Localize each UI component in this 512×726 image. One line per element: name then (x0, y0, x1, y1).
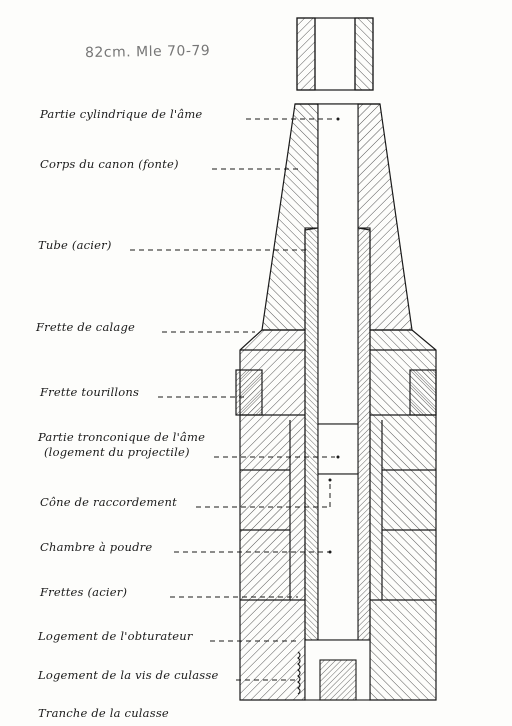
label-corps-du-canon: Corps du canon (fonte) (40, 157, 179, 171)
label-partie-cylindrique: Partie cylindrique de l'âme (40, 107, 203, 121)
label-logement-vis-culasse: Logement de la vis de culasse (38, 668, 219, 682)
label-cone-de-raccordement: Cône de raccordement (40, 495, 177, 509)
leader-dots (328, 117, 340, 554)
label-partie-tronconique: Partie tronconique de l'âme (38, 430, 206, 444)
leader-lines (130, 118, 335, 681)
label-chambre-a-poudre: Chambre à poudre (40, 540, 153, 554)
label-frette-de-calage: Frette de calage (36, 320, 136, 334)
bore (317, 103, 359, 641)
label-tranche-culasse: Tranche de la culasse (38, 706, 169, 720)
muzzle-piece (296, 17, 374, 91)
label-frette-tourillons: Frette tourillons (40, 385, 140, 399)
label-tube: Tube (acier) (38, 238, 112, 252)
label-logement-obturateur: Logement de l'obturateur (38, 629, 193, 643)
cast-iron-body (261, 103, 413, 331)
label-logement-projectile: (logement du projectile) (44, 445, 190, 459)
label-frettes-acier: Frettes (acier) (40, 585, 128, 599)
breech-screw (240, 639, 436, 701)
